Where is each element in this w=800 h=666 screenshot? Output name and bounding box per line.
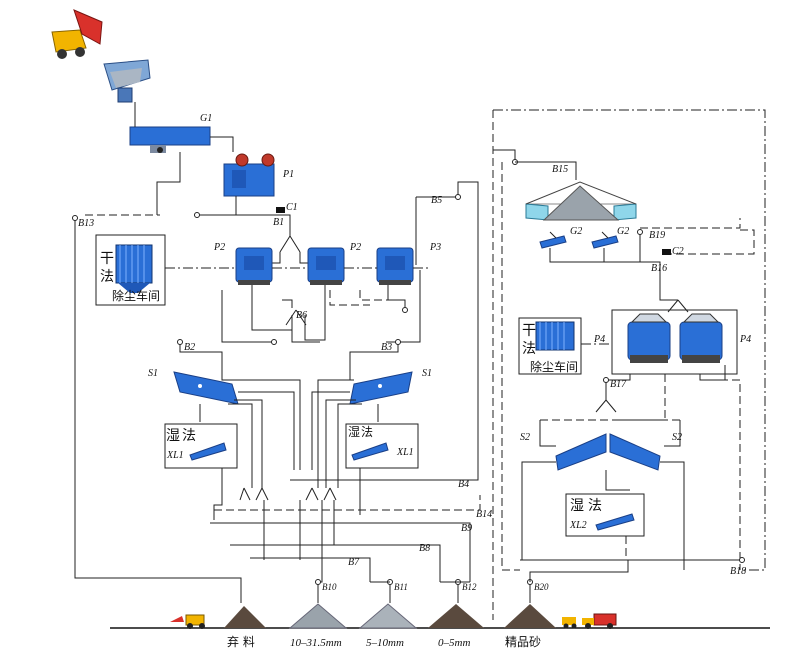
impact-crusher-p2-mid: [307, 247, 345, 285]
product-5-10: 5–10mm: [366, 637, 404, 649]
label-b17: B17: [610, 379, 627, 390]
feed-hopper-icon: [103, 59, 151, 103]
stockpile-5-10: [358, 603, 418, 629]
wet-right-shi: 湿: [348, 424, 360, 439]
magnet-c2-icon: [662, 249, 671, 255]
feeder-g2-left: [539, 231, 567, 249]
stockpile-waste: [224, 606, 266, 628]
product-waste: 弃 料: [227, 634, 255, 649]
product-fine-sand: 精品砂: [505, 635, 541, 649]
label-xl1-right: XL1: [396, 447, 414, 458]
wet-xl2-shi: 湿: [570, 498, 584, 514]
impact-crusher-p3: [376, 247, 414, 285]
label-b5: B5: [431, 195, 442, 206]
label-s1-left: S1: [148, 368, 158, 379]
label-b16: B16: [651, 263, 667, 274]
label-b3: B3: [381, 342, 392, 353]
dust-collector-right: [518, 317, 582, 375]
wet-left-shi: 湿: [166, 428, 180, 444]
dust-right-gan: 干: [522, 323, 536, 339]
stock-pile-b15: [525, 181, 637, 221]
dust-right-name: 除尘车间: [530, 359, 578, 374]
label-b20: B20: [534, 582, 549, 592]
vibrating-screen-s1-right: [349, 371, 413, 405]
label-b2: B2: [184, 342, 195, 353]
p4-enclosure: [611, 309, 738, 375]
label-g1: G1: [200, 113, 212, 124]
label-b6: B6: [296, 310, 307, 321]
product-0-5: 0–5mm: [438, 637, 470, 649]
label-s1-right: S1: [422, 368, 432, 379]
label-b14: B14: [476, 509, 492, 520]
stockpile-0-5: [428, 604, 484, 628]
stockpile-fine-sand: [504, 604, 556, 628]
vibrating-screen-s2: [555, 433, 661, 471]
label-xl1-left: XL1: [166, 450, 184, 461]
dust-right-fa: 法: [522, 341, 536, 357]
sand-maker-p4-left: [627, 313, 671, 363]
dust-left-gan: 干: [100, 251, 114, 267]
wet-right-fa: 法: [361, 425, 373, 439]
label-b1: B1: [273, 217, 284, 228]
dust-left-fa: 法: [100, 269, 114, 285]
label-b18: B18: [730, 566, 746, 577]
label-b9: B9: [461, 523, 472, 534]
label-b19: B19: [649, 230, 665, 241]
label-s2-left: S2: [520, 432, 530, 443]
label-c2: C2: [672, 246, 684, 257]
jaw-crusher-p1: [223, 153, 275, 197]
stockpile-10-31: [288, 603, 348, 629]
label-b15: B15: [552, 164, 568, 175]
sand-maker-p4-right: [679, 313, 723, 363]
label-g2-right: G2: [617, 226, 629, 237]
label-p3: P3: [429, 242, 441, 253]
vibrating-feeder-g1: [129, 126, 211, 153]
label-xl2: XL2: [569, 520, 587, 531]
label-b7: B7: [348, 557, 360, 568]
wet-washer-xl1-left: [164, 423, 238, 469]
wet-left-fa: 法: [182, 428, 196, 444]
label-b10: B10: [322, 582, 337, 592]
magnet-c1-icon: [276, 207, 285, 213]
impact-crusher-p2-left: [235, 247, 273, 285]
vibrating-screen-s1-left: [173, 371, 239, 405]
loader-right-icon: [562, 617, 577, 629]
dust-collector-left: [95, 234, 166, 306]
label-s2-right: S2: [672, 432, 682, 443]
label-p1: P1: [282, 169, 294, 180]
loader-left-icon: [170, 614, 205, 629]
wet-washer-xl2: [565, 493, 645, 537]
label-b11: B11: [394, 582, 408, 592]
label-p4-left: P4: [593, 334, 605, 345]
label-c1: C1: [286, 202, 298, 213]
wet-washer-xl1-right: [345, 423, 419, 469]
feeder-g2-right: [591, 231, 619, 249]
label-g2-left: G2: [570, 226, 582, 237]
truck-right-icon: [582, 613, 617, 629]
product-10-31: 10–31.5mm: [290, 637, 342, 649]
label-b4: B4: [458, 479, 469, 490]
dump-truck-icon: [51, 9, 103, 59]
label-p4-right: P4: [739, 334, 751, 345]
label-b8: B8: [419, 543, 430, 554]
label-b12: B12: [462, 582, 477, 592]
label-p2-left: P2: [213, 242, 225, 253]
dust-left-name: 除尘车间: [112, 288, 160, 303]
label-p2-mid: P2: [349, 242, 361, 253]
wet-xl2-fa: 法: [588, 498, 602, 514]
label-b13: B13: [78, 218, 94, 229]
